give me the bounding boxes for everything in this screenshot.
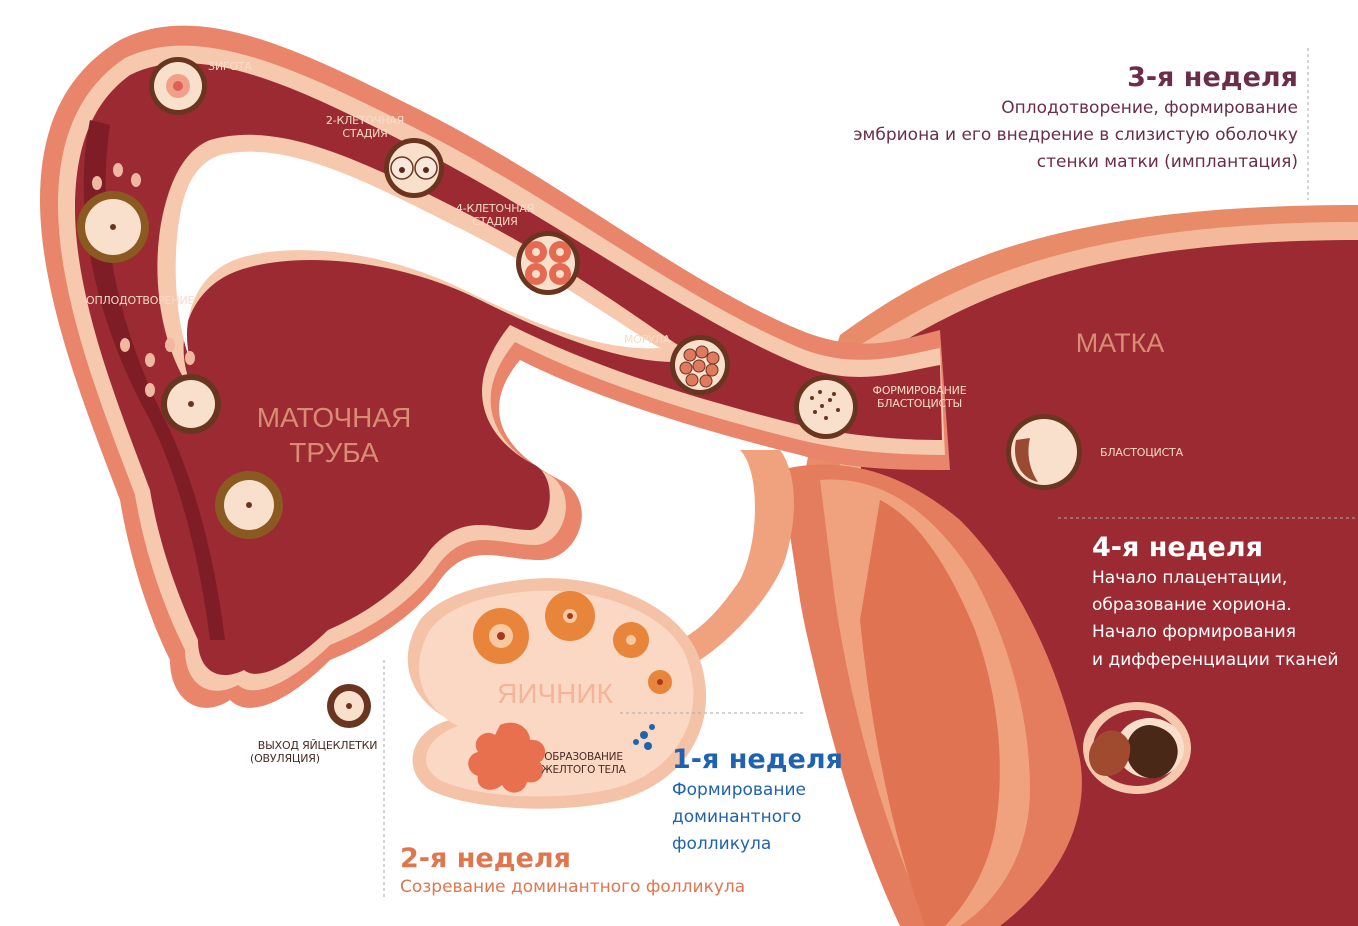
label-two-cell-stage: 2-КЛЕТОЧНАЯ СТАДИЯ <box>310 114 420 140</box>
week1-block: 1-я неделя Формирование доминантного фол… <box>672 744 843 859</box>
label-ovulation: ВЫХОД ЯЙЦЕКЛЕТКИ (ОВУЛЯЦИЯ) <box>250 739 385 765</box>
week3-line1: Оплодотворение, формирование <box>853 95 1298 122</box>
label-four-cell-line2: СТАДИЯ <box>440 215 550 228</box>
label-four-cell-line1: 4-КЛЕТОЧНАЯ <box>440 202 550 215</box>
week4-line2: образование хориона. <box>1092 592 1338 619</box>
label-corpus-line2: ЖЕЛТОГО ТЕЛА <box>536 764 631 777</box>
week3-block: 3-я неделя Оплодотворение, формирование … <box>853 62 1298 177</box>
week4-line3: Начало формирования <box>1092 619 1338 646</box>
implantation-embryo <box>1083 702 1191 794</box>
fertilization-egg-2 <box>161 374 221 434</box>
week4-title: 4-я неделя <box>1092 532 1338 563</box>
label-corpus-luteum: ОБРАЗОВАНИЕ ЖЕЛТОГО ТЕЛА <box>536 751 631 776</box>
ovulating-egg <box>327 684 371 728</box>
label-forming-blastocyst-line1: ФОРМИРОВАНИЕ <box>862 384 977 397</box>
label-two-cell-line1: 2-КЛЕТОЧНАЯ <box>310 114 420 127</box>
label-zygote: ЗИГОТА <box>208 60 252 73</box>
week2-block: 2-я неделя Созревание доминантного фолли… <box>400 843 745 901</box>
week1-line1: Формирование <box>672 777 843 804</box>
label-tube-line1: МАТОЧНАЯ <box>244 400 424 435</box>
week1-line2: доминантного <box>672 804 843 831</box>
week3-line2: эмбриона и его внедрение в слизистую обо… <box>853 122 1298 149</box>
label-ovulation-line2: (ОВУЛЯЦИЯ) <box>250 752 385 765</box>
fertilization-egg-1 <box>77 191 149 263</box>
label-morula: МОРУЛА <box>624 333 670 346</box>
label-fertilization: ОПЛОДОТВОРЕНИЕ <box>86 294 194 307</box>
two-cell-stage <box>384 138 444 198</box>
four-cell-stage <box>516 231 580 295</box>
label-uterus: МАТКА <box>1060 327 1180 361</box>
blastocyst-cell <box>1006 414 1082 490</box>
label-fallopian-tube: МАТОЧНАЯ ТРУБА <box>244 400 424 470</box>
zygote-cell <box>149 57 207 115</box>
week3-line3: стенки матки (имплантация) <box>853 149 1298 176</box>
week3-title: 3-я неделя <box>853 62 1298 93</box>
label-forming-blastocyst: ФОРМИРОВАНИЕ БЛАСТОЦИСТЫ <box>862 384 977 410</box>
label-blastocyst: БЛАСТОЦИСТА <box>1100 446 1183 459</box>
label-corpus-line1: ОБРАЗОВАНИЕ <box>536 751 631 764</box>
week4-line1: Начало плацентации, <box>1092 565 1338 592</box>
week4-line4: и дифференциации тканей <box>1092 647 1338 674</box>
label-ovulation-line1: ВЫХОД ЯЙЦЕКЛЕТКИ <box>250 739 385 752</box>
week2-line1: Созревание доминантного фолликула <box>400 874 745 901</box>
label-ovary: ЯИЧНИК <box>490 676 620 711</box>
morula-cell <box>670 335 730 395</box>
egg-in-fimbria <box>215 471 283 539</box>
label-four-cell-stage: 4-КЛЕТОЧНАЯ СТАДИЯ <box>440 202 550 228</box>
week1-title: 1-я неделя <box>672 744 843 775</box>
week2-title: 2-я неделя <box>400 843 745 874</box>
forming-blastocyst <box>794 375 858 439</box>
week4-block: 4-я неделя Начало плацентации, образован… <box>1092 532 1338 674</box>
label-forming-blastocyst-line2: БЛАСТОЦИСТЫ <box>862 397 977 410</box>
label-two-cell-line2: СТАДИЯ <box>310 127 420 140</box>
label-tube-line2: ТРУБА <box>244 435 424 470</box>
